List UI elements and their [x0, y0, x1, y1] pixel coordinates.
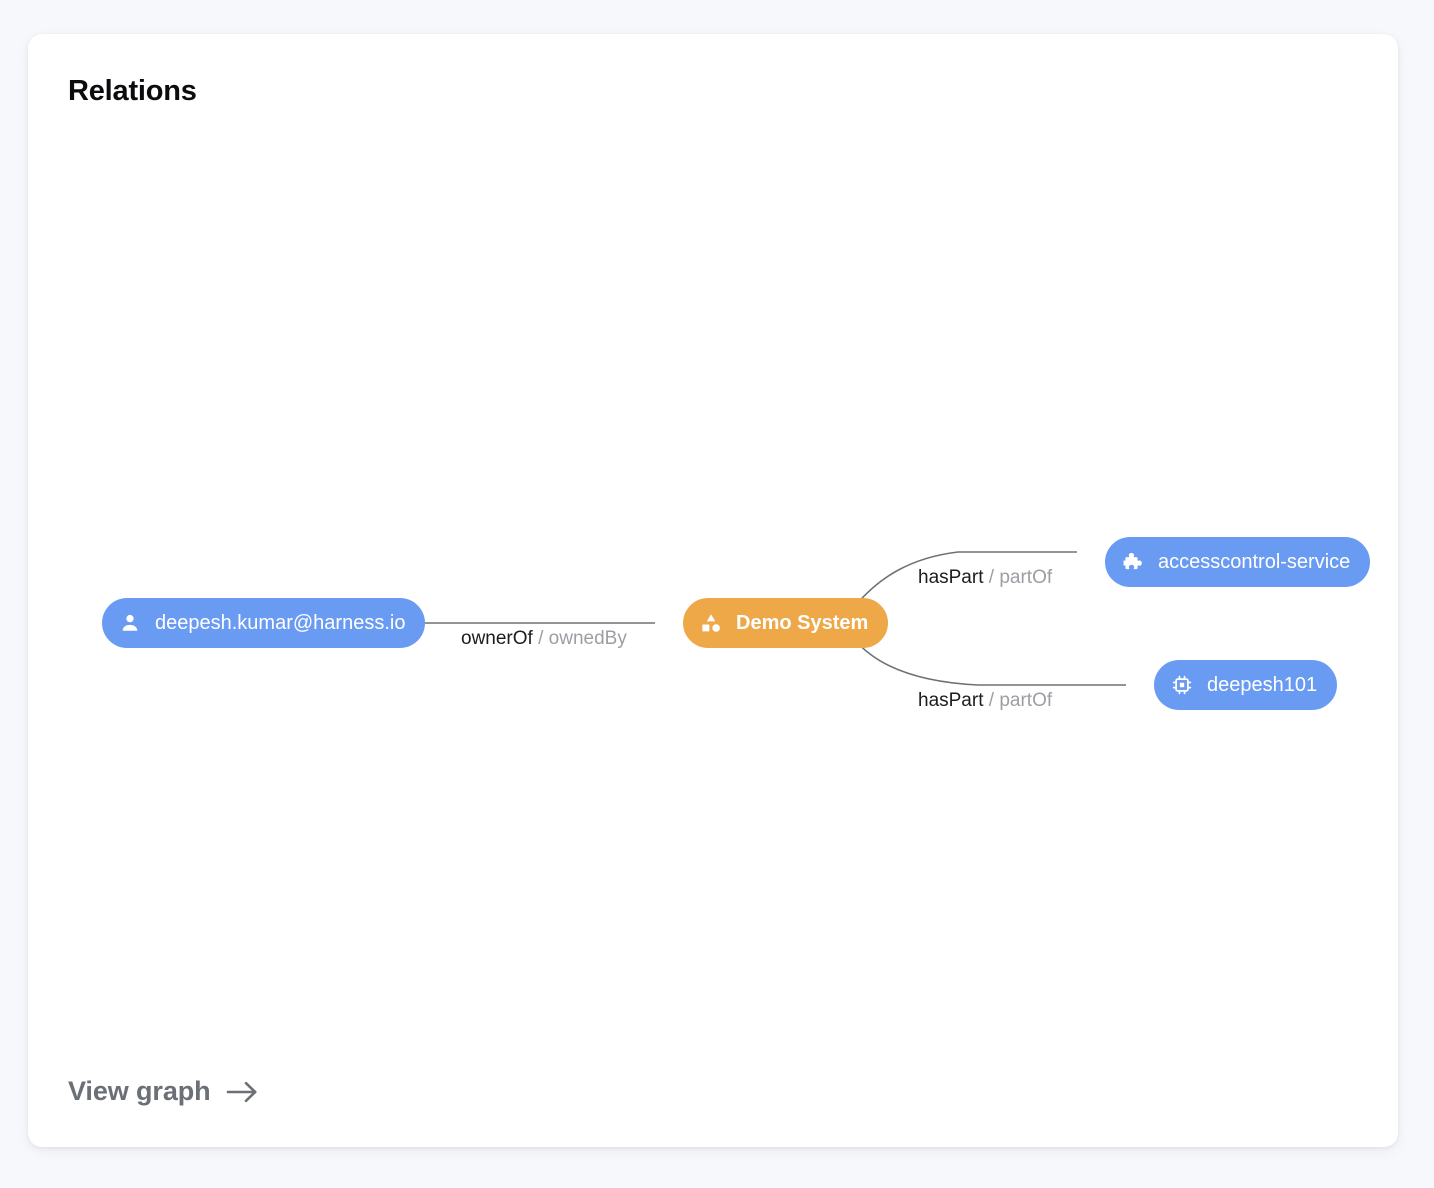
graph-node-system[interactable]: Demo System: [683, 598, 889, 648]
person-icon: [119, 612, 141, 634]
edge-label-has-part-resource: hasPart / partOf: [918, 691, 1052, 710]
shapes-icon: [700, 612, 722, 634]
edge-layer: [399, 551, 1126, 686]
edge-label-has-part-component: hasPart / partOf: [918, 568, 1052, 587]
puzzle-piece-icon: [1122, 551, 1144, 573]
edge-label-forward: hasPart: [918, 690, 984, 711]
graph-node-user[interactable]: deepesh.kumar@harness.io: [102, 598, 426, 648]
edge-label-reverse: ownedBy: [548, 628, 627, 649]
relations-graph: deepesh.kumar@harness.io Demo System acc…: [28, 34, 1398, 1147]
arrow-right-icon: [225, 1079, 259, 1105]
view-graph-label: View graph: [68, 1076, 211, 1106]
graph-node-label: Demo System: [736, 612, 869, 634]
view-graph-link[interactable]: View graph: [68, 1076, 259, 1107]
chip-icon: [1171, 674, 1193, 696]
edge-label-owner-of: ownerOf / ownedBy: [461, 629, 627, 648]
edge-label-separator: /: [988, 690, 995, 711]
edge-has-part-resource: [854, 639, 1126, 686]
graph-node-label: deepesh101: [1207, 674, 1318, 696]
relations-card: Relations deepesh.kumar@harness.io: [28, 34, 1398, 1147]
edge-label-reverse: partOf: [999, 567, 1053, 588]
graph-node-resource[interactable]: deepesh101: [1154, 660, 1338, 710]
graph-node-label: accesscontrol-service: [1158, 551, 1351, 573]
edge-label-separator: /: [538, 628, 544, 649]
edge-label-forward: ownerOf: [461, 628, 533, 649]
page-title: Relations: [68, 75, 197, 107]
graph-node-label: deepesh.kumar@harness.io: [155, 612, 406, 634]
edge-label-separator: /: [988, 567, 995, 588]
edge-label-reverse: partOf: [999, 690, 1053, 711]
graph-node-component[interactable]: accesscontrol-service: [1105, 537, 1371, 587]
edge-label-forward: hasPart: [918, 567, 984, 588]
